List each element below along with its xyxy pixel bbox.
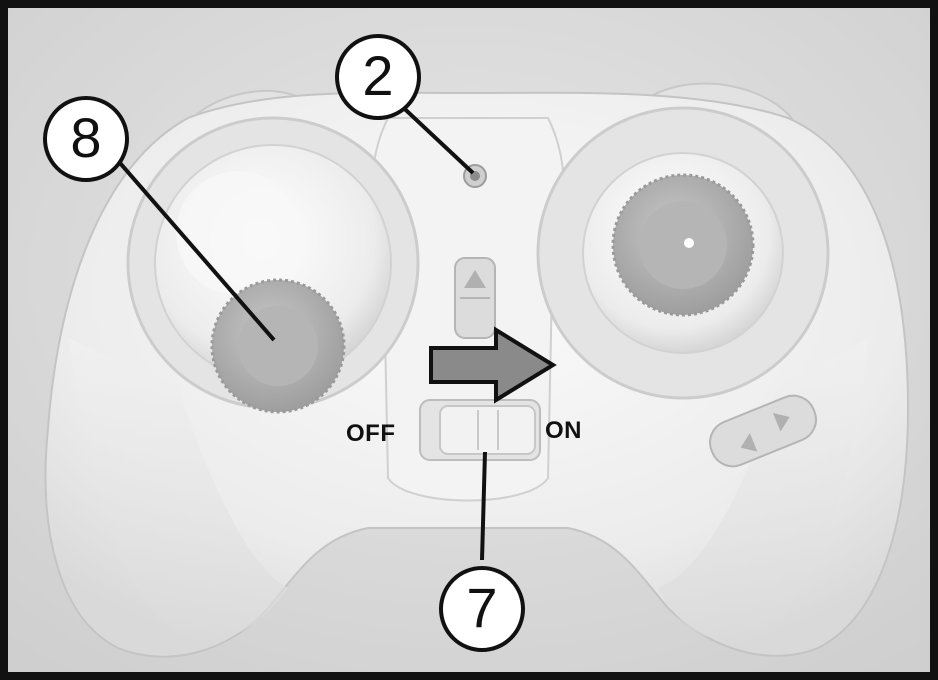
callout-2-number: 2	[362, 44, 394, 107]
controller-photo	[8, 8, 930, 672]
callout-8-number: 8	[70, 106, 102, 169]
triangle-up-icon	[464, 270, 486, 288]
callout-8-line	[118, 161, 276, 342]
callout-2-circle	[335, 34, 421, 120]
callout-7-number: 7	[466, 576, 498, 639]
right-arrow-icon	[429, 326, 557, 404]
triangle-right-icon	[772, 412, 790, 432]
callout-7-circle	[439, 566, 525, 652]
left-stick-highlight	[176, 171, 300, 295]
horizontal-trim-button[interactable]	[703, 389, 822, 473]
on-label: ON	[545, 417, 582, 444]
right-joystick-knob-center	[639, 201, 727, 289]
callout-8-circle	[43, 96, 129, 182]
callout-7-line	[480, 451, 487, 561]
triangle-left-icon	[740, 433, 758, 452]
left-joystick-knob-center	[238, 306, 318, 386]
right-joystick-dot	[684, 238, 694, 248]
left-grip	[68, 338, 288, 641]
power-switch[interactable]	[439, 405, 536, 455]
off-label: OFF	[346, 420, 396, 447]
callout-2-line	[391, 96, 475, 175]
